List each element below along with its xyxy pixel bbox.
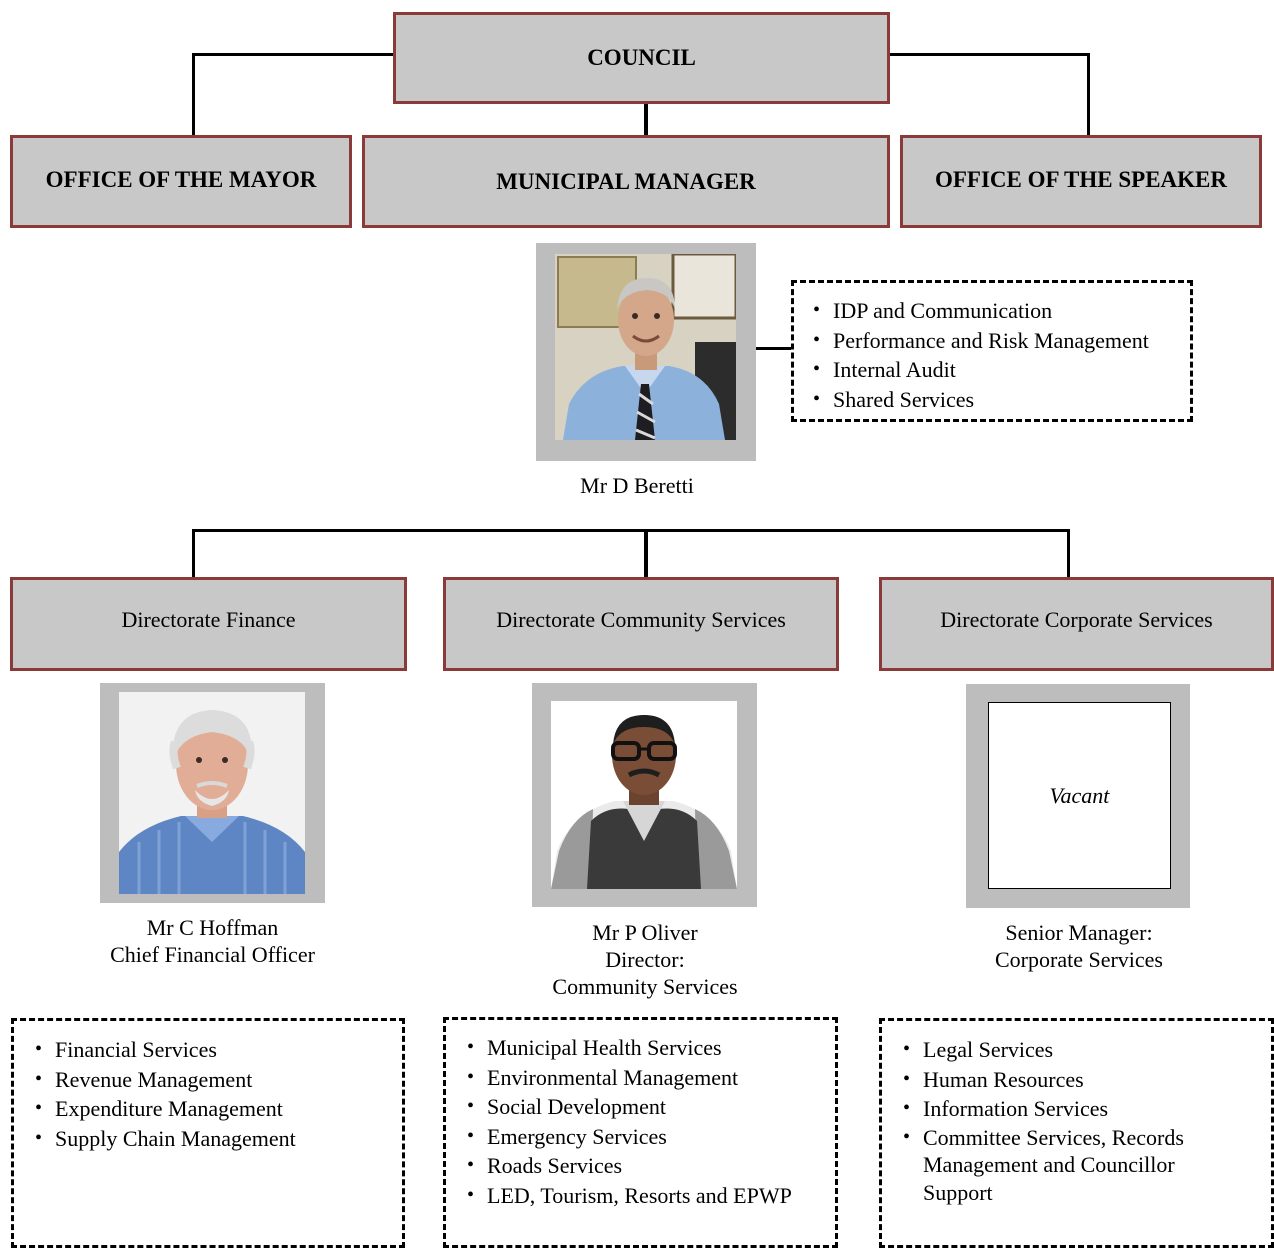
list-item: Committee Services, Records Management a… — [903, 1124, 1241, 1207]
vacant-label: Vacant — [1049, 782, 1110, 808]
list-item: Shared Services — [813, 385, 1190, 415]
council-box: COUNCIL — [393, 12, 890, 104]
community-director-photo-frame — [532, 683, 757, 907]
community-director-title-line: Director: — [605, 947, 685, 972]
municipal-manager-caption: Mr D Beretti — [536, 472, 738, 499]
municipal-manager-label: MUNICIPAL MANAGER — [496, 168, 756, 194]
office-of-the-speaker-box: OFFICE OF THE SPEAKER — [900, 135, 1262, 228]
list-item: Legal Services — [903, 1035, 1241, 1065]
directorate-finance-box: Directorate Finance — [10, 577, 407, 671]
community-director-caption: Mr P Oliver Director: Community Services — [520, 919, 770, 1000]
corporate-vacant-frame: Vacant — [966, 684, 1190, 908]
municipal-manager-name: Mr D Beretti — [580, 473, 694, 498]
finance-functions-box: Financial Services Revenue Management Ex… — [11, 1018, 405, 1248]
list-item: Performance and Risk Management — [813, 326, 1190, 356]
cfo-photo — [119, 692, 305, 894]
list-item: IDP and Communication — [813, 296, 1190, 326]
man-portrait-icon — [555, 254, 736, 440]
directorate-community-services-box: Directorate Community Services — [443, 577, 839, 671]
list-item: Social Development — [467, 1092, 835, 1122]
municipal-manager-box: MUNICIPAL MANAGER — [362, 135, 890, 228]
municipal-manager-photo-frame — [536, 243, 756, 461]
connector-directorate-corporate — [1067, 529, 1070, 579]
municipal-manager-functions-box: IDP and Communication Performance and Ri… — [791, 280, 1193, 422]
connector-mayor-vertical — [192, 53, 195, 137]
community-director-department: Community Services — [552, 974, 738, 999]
list-item: Financial Services — [35, 1035, 402, 1065]
list-item: Roads Services — [467, 1151, 835, 1181]
list-item: Environmental Management — [467, 1063, 835, 1093]
connector-speaker-horizontal — [888, 53, 1090, 56]
list-item: Municipal Health Services — [467, 1033, 835, 1063]
cfo-caption: Mr C Hoffman Chief Financial Officer — [80, 914, 345, 968]
community-functions-list: Municipal Health Services Environmental … — [467, 1033, 835, 1210]
municipal-manager-functions-list: IDP and Communication Performance and Ri… — [813, 296, 1190, 414]
connector-manager-functions — [756, 347, 793, 350]
corporate-manager-title: Senior Manager: — [1005, 920, 1153, 945]
directorate-corporate-services-label: Directorate Corporate Services — [940, 607, 1213, 632]
man-portrait-icon — [119, 692, 305, 894]
man-portrait-icon — [551, 701, 737, 889]
corporate-manager-department: Corporate Services — [995, 947, 1163, 972]
community-director-photo — [551, 701, 737, 889]
connector-directorate-community — [644, 529, 648, 579]
municipal-manager-photo — [555, 254, 736, 440]
connector-manager-vertical — [644, 102, 648, 136]
connector-speaker-vertical — [1087, 53, 1090, 137]
community-functions-box: Municipal Health Services Environmental … — [443, 1017, 838, 1248]
list-item: Supply Chain Management — [35, 1124, 402, 1154]
list-item: Expenditure Management — [35, 1094, 402, 1124]
office-of-the-speaker-label: OFFICE OF THE SPEAKER — [934, 166, 1227, 192]
connector-directorate-finance — [192, 529, 195, 579]
office-of-the-mayor-label: OFFICE OF THE MAYOR — [45, 166, 317, 192]
list-item: Revenue Management — [35, 1065, 402, 1095]
list-item: LED, Tourism, Resorts and EPWP — [467, 1181, 835, 1211]
community-director-name: Mr P Oliver — [592, 920, 698, 945]
list-item: Information Services — [903, 1094, 1241, 1124]
vacant-position-box: Vacant — [988, 702, 1171, 889]
directorate-finance-label: Directorate Finance — [121, 607, 296, 632]
office-of-the-mayor-box: OFFICE OF THE MAYOR — [10, 135, 352, 228]
list-item: Human Resources — [903, 1065, 1241, 1095]
cfo-name: Mr C Hoffman — [146, 915, 279, 940]
connector-mayor-horizontal — [193, 53, 395, 56]
cfo-photo-frame — [100, 683, 325, 903]
list-item: Emergency Services — [467, 1122, 835, 1152]
list-item: Internal Audit — [813, 355, 1190, 385]
cfo-title: Chief Financial Officer — [110, 942, 315, 967]
council-label: COUNCIL — [587, 45, 696, 70]
directorate-corporate-services-box: Directorate Corporate Services — [879, 577, 1274, 671]
finance-functions-list: Financial Services Revenue Management Ex… — [35, 1035, 402, 1153]
corporate-caption: Senior Manager: Corporate Services — [955, 919, 1203, 973]
connector-directorates-horizontal — [192, 529, 1070, 532]
corporate-functions-box: Legal Services Human Resources Informati… — [879, 1018, 1274, 1248]
directorate-community-services-label: Directorate Community Services — [496, 607, 786, 632]
corporate-functions-list: Legal Services Human Resources Informati… — [903, 1035, 1241, 1206]
